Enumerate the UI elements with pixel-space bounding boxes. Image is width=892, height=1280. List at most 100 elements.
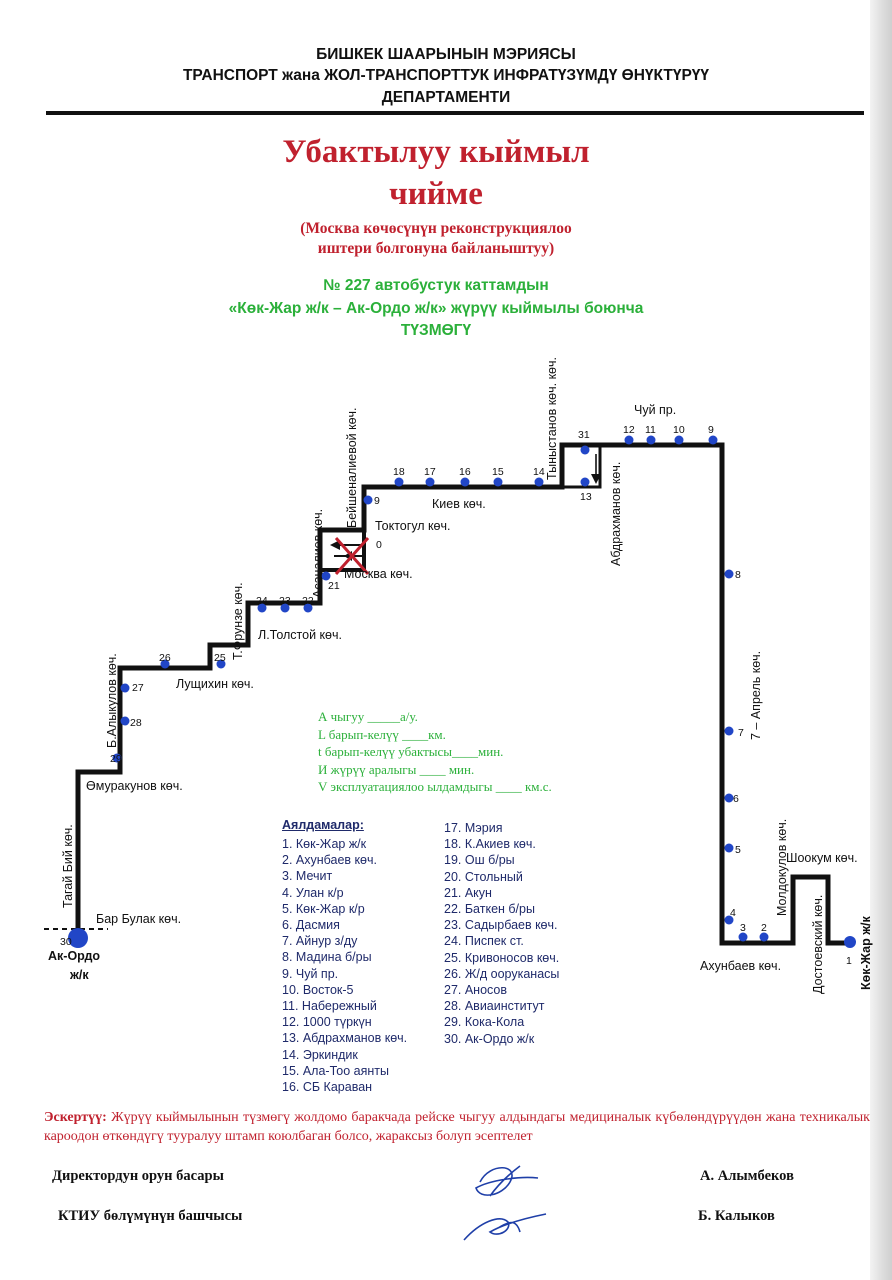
stop-marker-1 — [844, 936, 856, 948]
stop-num-13: 13 — [580, 491, 592, 503]
stop-marker-26 — [160, 659, 170, 669]
stop-num-3: 3 — [740, 922, 746, 934]
route-line-3: ТҮЗМӨГҮ — [400, 322, 472, 339]
stop-num-30: 30 — [60, 936, 72, 948]
stop-marker-15 — [493, 477, 503, 487]
field-t: t барып-келүү убактысы____мин. — [318, 744, 504, 759]
detour-arrow-head — [330, 540, 340, 550]
legend-stop-item: 26. Ж/д ооруканасы — [444, 966, 560, 981]
route-line-1: № 227 автобустук каттамдын — [323, 277, 549, 294]
stop-marker-17 — [425, 477, 435, 487]
legend-stop-item: 9. Чуй пр. — [282, 966, 339, 981]
stop-num-7: 7 — [738, 727, 744, 739]
header-line-2: ТРАНСПОРТ жана ЖОЛ-ТРАНСПОРТТУК ИНФРАТҮЗ… — [182, 67, 710, 84]
stop-marker-31 — [580, 445, 590, 455]
stop-marker-7 — [724, 726, 734, 736]
legend-stop-item: 15. Ала-Тоо аянты — [282, 1063, 389, 1078]
header-line-3: ДЕПАРТАМЕНТИ — [381, 89, 511, 106]
signature-role-1: Директордун орун басары — [52, 1168, 224, 1184]
route-line-2: «Көк-Жар ж/к – Ак-Ордо ж/к» жүрүү кыймыл… — [228, 300, 644, 317]
stop-num-21: 21 — [328, 580, 340, 592]
stop-num-24: 24 — [256, 595, 268, 607]
legend-stop-item: 13. Абдрахманов көч. — [282, 1031, 408, 1046]
legend-stop-item: 16. СБ Караван — [282, 1080, 373, 1095]
legend-stop-item: 22. Баткен б/ры — [444, 902, 535, 917]
stop-num-1: 1 — [846, 955, 852, 967]
stop-num-4: 4 — [730, 907, 736, 919]
street-tagai-biy: Тагай Бий көч. — [61, 824, 75, 908]
closure-cross — [334, 537, 370, 575]
street-lushchikhin: Лущихин көч. — [176, 677, 254, 691]
stop-marker-13 — [580, 477, 590, 487]
street-kiev: Киев көч. — [432, 497, 486, 511]
stop-num-23: 23 — [279, 595, 291, 607]
stop-marker-5 — [724, 843, 734, 853]
stop-marker-6 — [724, 793, 734, 803]
warning-text: Жүрүү кыймылынын түзмөгү жолдомо баракча… — [44, 1110, 870, 1144]
handwritten-signature — [463, 1165, 547, 1241]
stop-num-28: 28 — [130, 717, 142, 729]
legend-stop-item: 17. Мэрия — [444, 821, 503, 835]
stop-marker-4 — [724, 915, 734, 925]
title-line-2: чийме — [389, 176, 483, 212]
legend-stop-item: 29. Кока-Кола — [444, 1015, 525, 1030]
stop-num-8: 8 — [735, 569, 741, 581]
signature-role-2: КТИУ бөлүмүнүн башчысы — [58, 1208, 243, 1224]
legend-stop-item: 12. 1000 түркүн — [282, 1015, 372, 1030]
stop-num-15: 15 — [492, 466, 504, 478]
stop-num-22: 22 — [302, 595, 314, 607]
stop-num-17: 17 — [424, 466, 436, 478]
stop-num-25: 25 — [214, 652, 226, 664]
stop-num-26: 26 — [159, 652, 171, 664]
street-b-alykulov: Б.Алыкулов көч. — [105, 653, 119, 748]
legend-stop-item: 20. Стольный — [444, 869, 523, 884]
field-i: И жүрүү аралыгы ____ мин. — [318, 761, 475, 777]
field-l: L барып-келүү ____км. — [318, 726, 446, 742]
legend-stop-item: 6. Дасмия — [282, 918, 340, 933]
stop-marker-10 — [674, 435, 684, 445]
legend-stop-item: 1. Көк-Жар ж/к — [282, 837, 367, 851]
street-chuy: Чуй пр. — [634, 403, 676, 417]
warning-note: Эскертүү: Жүрүү кыймылынын түзмөгү жолдо… — [44, 1108, 870, 1146]
stop-marker-2 — [759, 932, 769, 942]
stop-marker-23 — [280, 603, 290, 613]
legend-stop-item: 3. Мечит — [282, 869, 333, 884]
loop-line — [562, 445, 602, 489]
street-april7: 7 – Апрель көч. — [749, 651, 763, 740]
field-a: А чыгуу _____а/у. — [318, 709, 418, 724]
stop-marker-12 — [624, 435, 634, 445]
stop-num-2: 2 — [761, 922, 767, 934]
legend-stop-item: 10. Восток-5 — [282, 982, 354, 997]
street-bar-bulak: Бар Булак көч. — [96, 912, 181, 926]
stop-marker-16 — [460, 477, 470, 487]
stop-marker-29 — [112, 753, 122, 763]
header-rule — [46, 111, 864, 115]
legend-stop-item: 8. Мадина б/ры — [282, 950, 372, 965]
street-tynystanov: Тыныстанов көч. көч. — [545, 357, 559, 480]
stop-marker-28 — [120, 716, 130, 726]
stop-num-12: 12 — [623, 424, 635, 436]
stop-marker-9 — [708, 435, 718, 445]
stop-num-14: 14 — [533, 466, 545, 478]
stop-num-20: 0 — [376, 539, 382, 551]
street-moldokulov: Молдокулов көч. — [775, 819, 789, 916]
street-abdrakhmanov: Абдрахманов көч. — [609, 462, 623, 566]
stop-num-18: 18 — [393, 466, 405, 478]
subtitle-line-2: иштери болгонуна байланыштуу) — [317, 240, 555, 257]
stop-num-9: 9 — [708, 424, 714, 436]
stop-num-16: 16 — [459, 466, 471, 478]
stop-num-11: 11 — [645, 424, 656, 436]
street-asanaliev: Асаналиев көч. — [311, 509, 325, 598]
terminal-ak-ordo-1: Ак-Ордо — [48, 949, 100, 963]
stop-marker-22 — [303, 603, 313, 613]
street-l-tolstoy: Л.Толстой көч. — [258, 628, 342, 642]
street-dostoevsky: Достоевский көч. — [811, 895, 825, 994]
legend-stop-item: 27. Аносов — [444, 983, 508, 998]
stop-markers — [68, 435, 856, 948]
header-line-1: БИШКЕК ШААРЫНЫН МЭРИЯСЫ — [316, 46, 576, 63]
field-v: V эксплуатациялоо ылдамдыгы ____ км.с. — [318, 779, 552, 794]
legend-stop-item: 30. Ак-Ордо ж/к — [444, 1031, 535, 1046]
detour-line — [318, 530, 366, 572]
